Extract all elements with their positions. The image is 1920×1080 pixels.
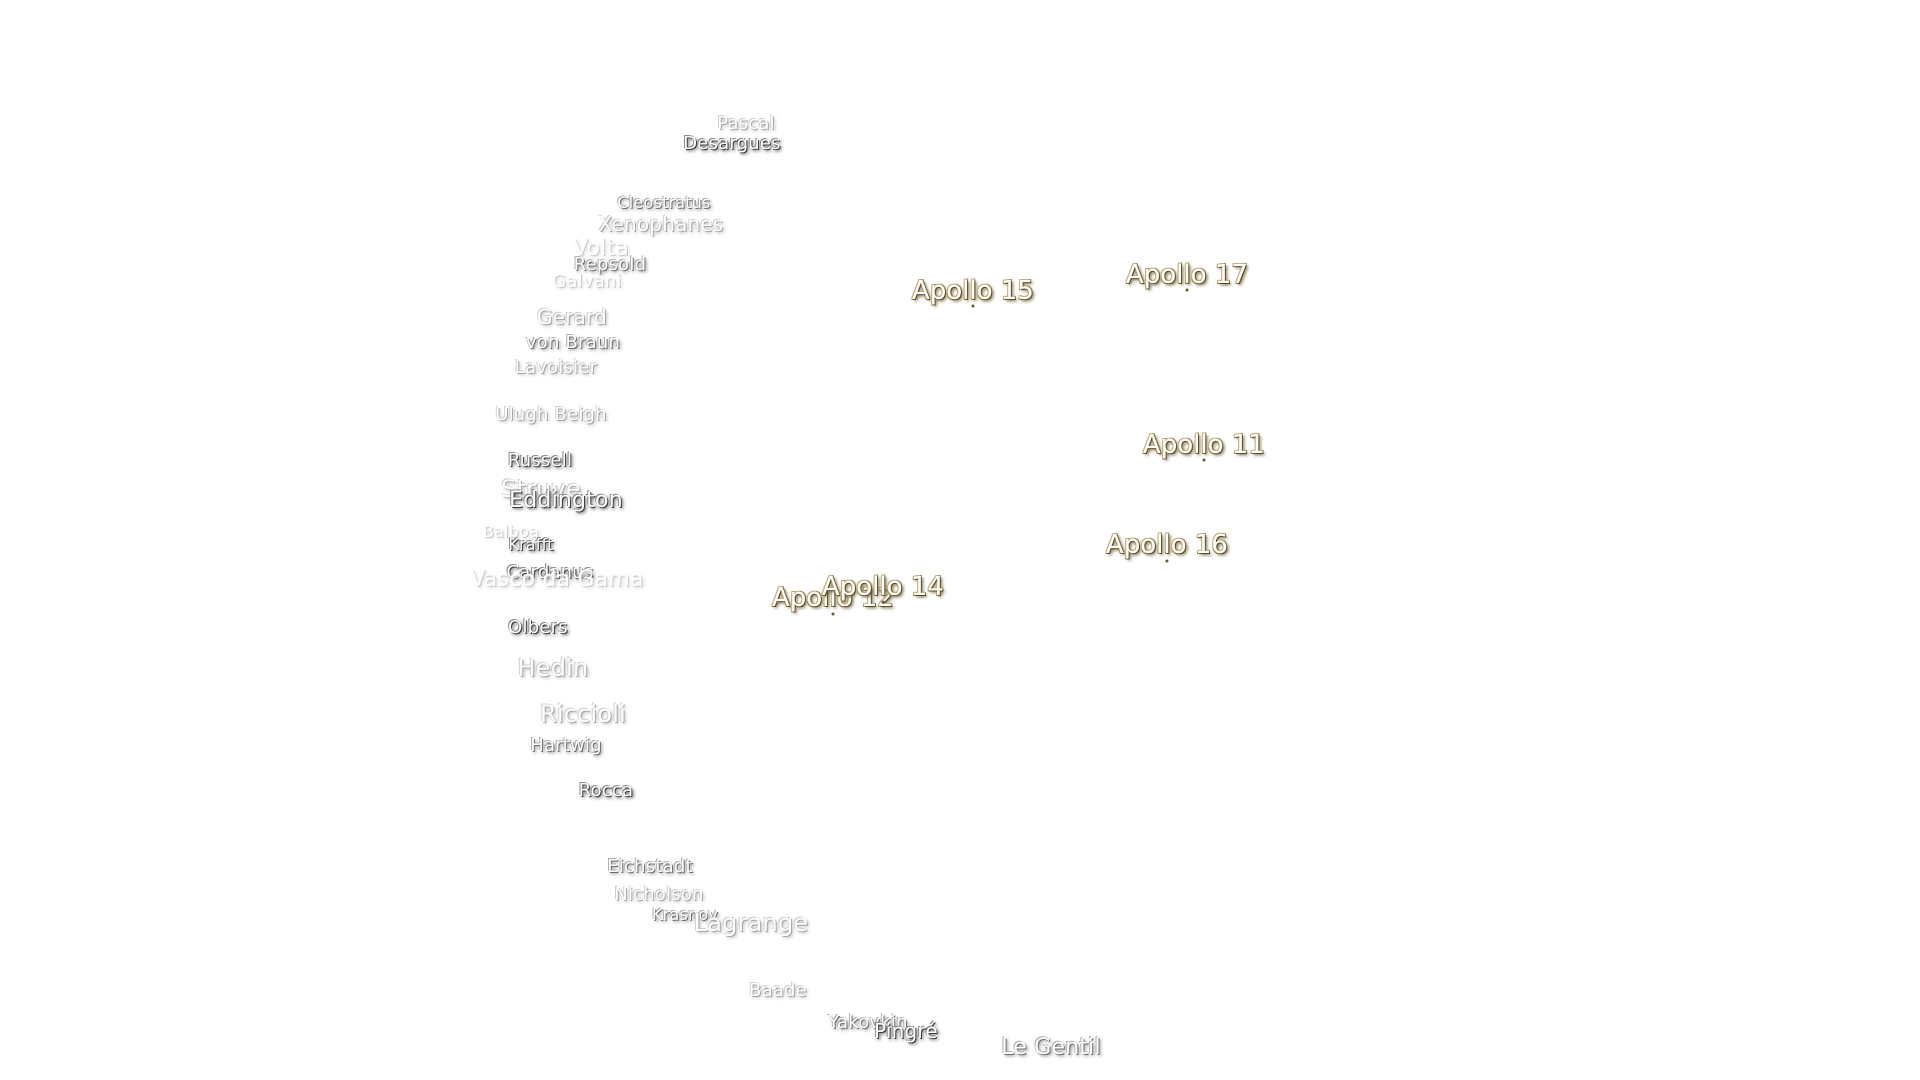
feature-label-cleostratus[interactable]: Cleostratus xyxy=(617,193,711,212)
feature-label-gerard[interactable]: Gerard xyxy=(536,305,608,329)
apollo-16-site-marker[interactable] xyxy=(1165,559,1169,563)
apollo-15-site-marker[interactable] xyxy=(971,304,975,308)
apollo-15-label[interactable]: Apollo 15 xyxy=(912,276,1034,306)
apollo-12-label[interactable]: Apollo 12 xyxy=(772,583,894,613)
apollo-17-site-marker[interactable] xyxy=(1185,288,1189,292)
feature-label-riccioli[interactable]: Riccioli xyxy=(539,700,627,728)
feature-label-hedin[interactable]: Hedin xyxy=(517,654,589,682)
feature-label-olbers[interactable]: Olbers xyxy=(508,617,568,638)
feature-label-xenophanes[interactable]: Xenophanes xyxy=(598,212,724,236)
feature-label-lagrange[interactable]: Lagrange xyxy=(693,909,809,937)
feature-label-le-gentil[interactable]: Le Gentil xyxy=(1001,1035,1101,1060)
feature-label-balboa[interactable]: Balboa xyxy=(482,522,540,541)
feature-label-pascal[interactable]: Pascal xyxy=(717,113,775,134)
feature-label-baade[interactable]: Baade xyxy=(749,980,807,1001)
feature-label-ulugh-beigh[interactable]: Ulugh Beigh xyxy=(495,404,607,425)
feature-label-vasco-da-gama[interactable]: Vasco da Gama xyxy=(470,567,644,592)
feature-label-desargues[interactable]: Desargues xyxy=(683,133,781,154)
feature-label-eddington[interactable]: Eddington xyxy=(509,488,623,513)
feature-label-yakovkin[interactable]: Yakovkin xyxy=(828,1012,908,1033)
feature-label-cardanus[interactable]: Cardanus xyxy=(506,562,594,583)
apollo-14-site-marker[interactable] xyxy=(881,600,885,604)
feature-label-struve[interactable]: Struve xyxy=(501,475,581,503)
feature-label-eichstadt[interactable]: Eichstadt xyxy=(607,856,693,877)
feature-label-volta[interactable]: Volta xyxy=(572,236,630,261)
feature-label-hartwig[interactable]: Hartwig xyxy=(530,735,602,756)
apollo-11-label[interactable]: Apollo 11 xyxy=(1143,430,1265,460)
feature-label-rocca[interactable]: Rocca xyxy=(578,780,634,801)
apollo-11-site-marker[interactable] xyxy=(1202,458,1206,462)
apollo-14-label[interactable]: Apollo 14 xyxy=(822,572,944,602)
apollo-16-label[interactable]: Apollo 16 xyxy=(1106,530,1228,560)
feature-label-galvani[interactable]: Galvani xyxy=(552,271,622,292)
feature-label-repsold[interactable]: Repsold xyxy=(573,254,647,275)
feature-label-lavoisier[interactable]: Lavoisier xyxy=(514,357,598,378)
feature-label-krasnov[interactable]: Krasnov xyxy=(651,905,719,924)
feature-label-russell[interactable]: Russell xyxy=(507,450,573,471)
apollo-12-site-marker[interactable] xyxy=(831,612,835,616)
feature-label-pingre[interactable]: Pingré xyxy=(874,1019,938,1043)
feature-label-krafft[interactable]: Krafft xyxy=(508,535,554,554)
feature-label-von-braun[interactable]: von Braun xyxy=(525,332,621,353)
feature-label-nicholson[interactable]: Nicholson xyxy=(614,884,704,905)
apollo-17-label[interactable]: Apollo 17 xyxy=(1126,260,1248,290)
